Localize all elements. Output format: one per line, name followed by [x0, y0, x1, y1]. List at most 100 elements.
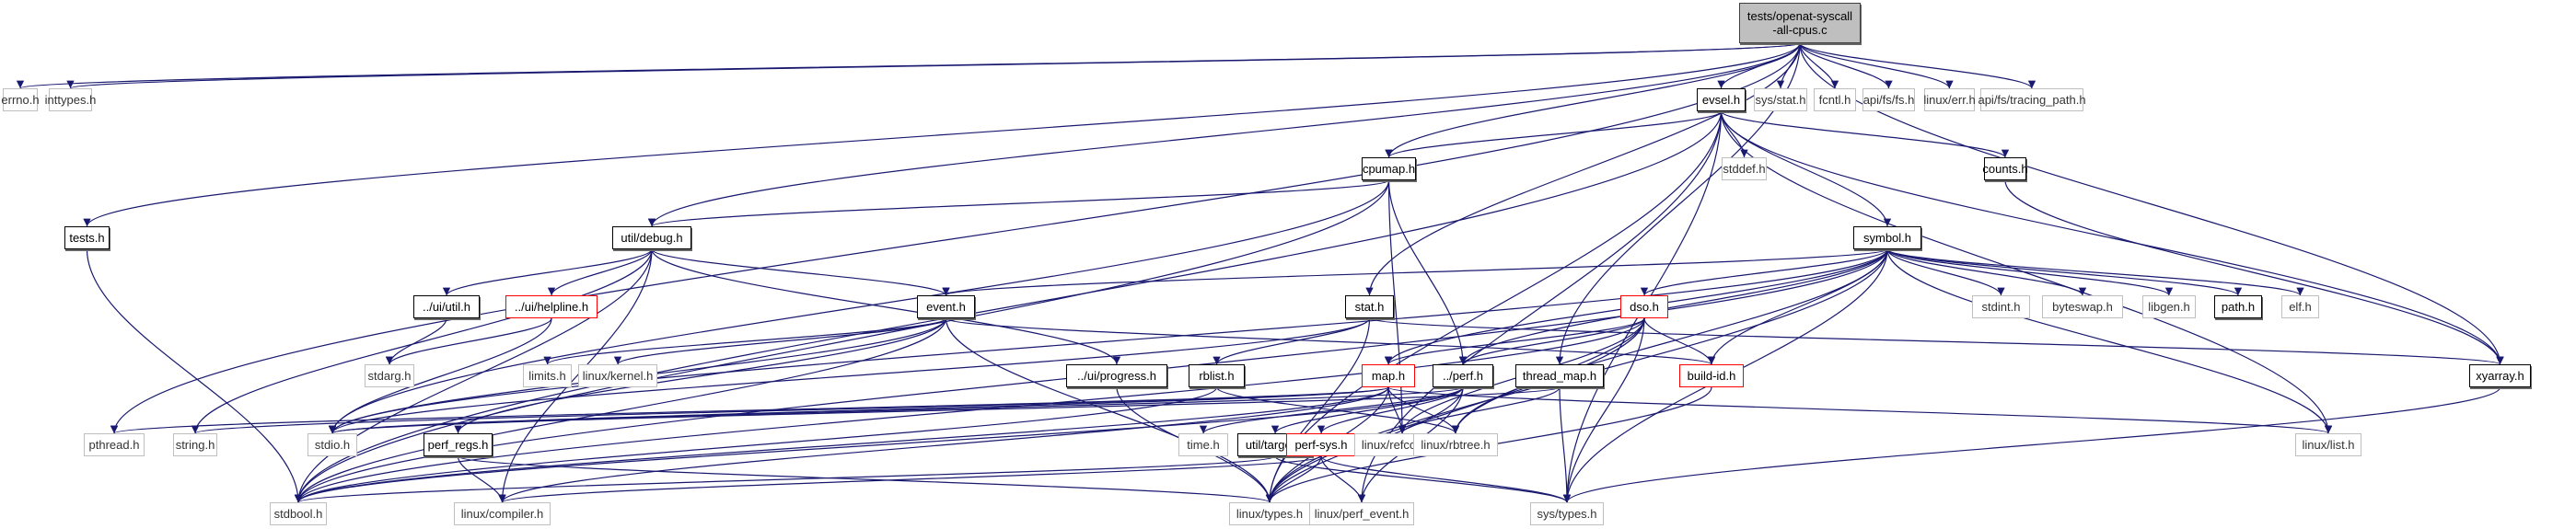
node-label: path.h	[2221, 300, 2256, 314]
node-label: linux/list.h	[2302, 438, 2355, 452]
node-rblist[interactable]: rblist.h	[1189, 364, 1245, 387]
node-elf: elf.h	[2281, 295, 2319, 318]
node-libgen: libgen.h	[2142, 295, 2196, 318]
edge-perfregs-to-compiler	[457, 455, 506, 503]
edge-helpline-to-stdio	[328, 317, 552, 434]
node-label: linux/types.h	[1236, 507, 1304, 521]
edge-evsel-to-counts	[1720, 110, 2010, 158]
edge-map-to-list	[1387, 386, 2332, 434]
edge-target-to-systypes	[1274, 455, 1572, 503]
node-uiutil[interactable]: ../ui/util.h	[413, 295, 480, 318]
node-counts[interactable]: counts.h	[1982, 157, 2028, 180]
node-label: rblist.h	[1199, 369, 1235, 383]
edge-stat-to-xyarray	[1368, 317, 2504, 365]
node-root[interactable]: tests/openat-syscall -all-cpus.c	[1739, 3, 1861, 43]
edge-symbol-to-perf	[1458, 248, 1888, 365]
node-label: evsel.h	[1701, 93, 1741, 107]
edge-debug-to-helpline	[547, 248, 653, 296]
edge-debug-to-compiler	[498, 248, 653, 503]
node-progress[interactable]: ../ui/progress.h	[1066, 364, 1167, 387]
node-label: fcntl.h	[1818, 93, 1851, 107]
node-label: linux/perf_event.h	[1314, 507, 1410, 521]
node-stat[interactable]: stat.h	[1345, 295, 1394, 318]
edge-symbol-to-rbtree	[1451, 248, 1888, 434]
node-label: build-id.h	[1687, 369, 1736, 383]
edge-map-to-rbtree	[1387, 386, 1460, 434]
edge-map-to-compiler	[498, 386, 1389, 503]
node-tracingpath: api/fs/tracing_path.h	[1978, 88, 2086, 111]
edge-symbol-to-stdio	[329, 248, 1888, 434]
node-perfsys[interactable]: perf-sys.h	[1286, 433, 1356, 456]
node-label: ../ui/util.h	[422, 300, 471, 314]
node-dso[interactable]: dso.h	[1620, 295, 1668, 318]
edge-root-to-tracingpath	[1799, 42, 2036, 89]
node-apifs: api/fs/fs.h	[1862, 88, 1915, 111]
edge-root-to-apifs	[1799, 42, 1893, 89]
edge-threadmap-to-stdio	[329, 386, 1561, 434]
node-rbtree: linux/rbtree.h	[1413, 433, 1498, 456]
edge-event-to-stdbool	[294, 317, 947, 503]
node-perf[interactable]: ../perf.h	[1433, 364, 1493, 387]
node-label: tests.h	[69, 231, 105, 245]
edge-perf-to-time	[1199, 386, 1464, 434]
node-label: elf.h	[2289, 300, 2312, 314]
node-helpline[interactable]: ../ui/helpline.h	[505, 295, 598, 318]
node-label: cpumap.h	[1362, 162, 1416, 176]
node-fcntl: fcntl.h	[1814, 88, 1856, 111]
node-label: api/fs/tracing_path.h	[1978, 93, 2086, 107]
edge-root-to-stat	[1365, 42, 1801, 296]
node-threadmap[interactable]: thread_map.h	[1515, 364, 1604, 387]
node-compiler: linux/compiler.h	[454, 502, 551, 525]
node-path[interactable]: path.h	[2214, 295, 2262, 318]
node-label: stddef.h	[1723, 162, 1766, 176]
node-label: ../ui/progress.h	[1077, 369, 1156, 383]
node-event[interactable]: event.h	[917, 295, 975, 318]
edge-helpline-to-stdarg	[385, 317, 552, 365]
node-label: byteswap.h	[2052, 300, 2113, 314]
node-perfregs[interactable]: perf_regs.h	[424, 433, 493, 456]
edge-debug-to-progress	[651, 248, 1121, 365]
edge-dso-to-perf	[1458, 317, 1645, 365]
node-label: inttypes.h	[44, 93, 97, 107]
edge-debug-to-string	[191, 248, 653, 434]
edge-dso-to-stdbool	[294, 317, 1645, 503]
edge-tests-to-stdbool	[86, 248, 303, 503]
edge-root-to-tests	[83, 42, 1801, 227]
edge-debug-to-stdbool	[294, 248, 653, 503]
node-map[interactable]: map.h	[1362, 364, 1415, 387]
node-label: tests/openat-syscall -all-cpus.c	[1746, 9, 1853, 37]
node-evsel[interactable]: evsel.h	[1697, 88, 1746, 111]
node-label: stdarg.h	[367, 369, 412, 383]
node-xyarray[interactable]: xyarray.h	[2469, 364, 2531, 387]
node-label: xyarray.h	[2476, 369, 2524, 383]
edge-symbol-to-list	[1886, 248, 2333, 434]
edge-symbol-to-libgen	[1886, 248, 2174, 296]
node-stdarg: stdarg.h	[365, 364, 414, 387]
node-label: linux/err.h	[1923, 93, 1976, 107]
edge-event-to-linuxtypes	[945, 317, 1274, 503]
edge-stat-to-linuxtypes	[1265, 317, 1371, 503]
node-label: counts.h	[1982, 162, 2028, 176]
edge-evsel-to-stddef	[1720, 110, 1748, 158]
node-label: linux/compiler.h	[460, 507, 544, 521]
node-symbol[interactable]: symbol.h	[1853, 226, 1921, 249]
node-tests[interactable]: tests.h	[64, 226, 110, 249]
edge-debug-to-uiutil	[442, 248, 653, 296]
node-label: linux/kernel.h	[582, 369, 654, 383]
node-stdbool: stdbool.h	[270, 502, 327, 525]
edge-symbol-to-byteswap	[1886, 248, 2087, 296]
edge-evsel-to-xyarray	[1720, 110, 2504, 365]
node-label: symbol.h	[1862, 231, 1912, 245]
node-cpumap[interactable]: cpumap.h	[1362, 157, 1416, 180]
node-label: errno.h	[1, 93, 40, 107]
node-pthread: pthread.h	[84, 433, 145, 456]
edge-root-to-linuxerr	[1799, 42, 1954, 89]
node-buildid[interactable]: build-id.h	[1679, 364, 1744, 387]
node-string: string.h	[173, 433, 217, 456]
node-debug[interactable]: util/debug.h	[612, 226, 691, 249]
edge-root-to-cpumap	[1385, 42, 1801, 158]
edge-cpumap-to-debug	[648, 179, 1390, 227]
edge-xyarray-to-systypes	[1562, 386, 2501, 503]
edge-stat-to-stdio	[329, 317, 1371, 434]
node-label: sys/types.h	[1537, 507, 1597, 521]
